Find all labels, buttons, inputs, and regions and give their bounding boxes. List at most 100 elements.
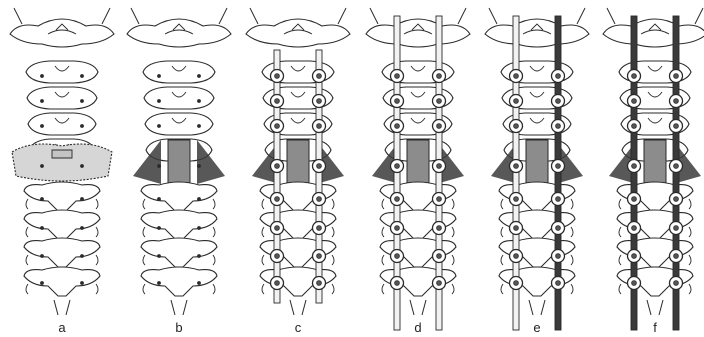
facet-edge [382, 284, 384, 294]
screw-core [317, 99, 322, 104]
screw-core [556, 164, 561, 169]
rod [274, 50, 280, 303]
lamina-edge [302, 300, 306, 315]
facet-edge [332, 227, 334, 237]
screw-core [514, 197, 519, 202]
facet-edge [96, 227, 98, 237]
occipital-line [219, 8, 227, 24]
facet-edge [213, 199, 215, 209]
screw-core [556, 254, 561, 259]
entry-point [197, 197, 201, 201]
lamina-edge [183, 300, 187, 315]
occipital-line [14, 8, 22, 24]
facet-edge [26, 255, 28, 265]
screw-core [275, 197, 280, 202]
occiput-outline [10, 19, 114, 47]
occipital-line [458, 8, 466, 24]
screw-core [674, 197, 679, 202]
facet-edge [571, 227, 573, 237]
facet-edge [262, 227, 264, 237]
lamina-edge [541, 300, 545, 315]
panel-label-d: d [414, 320, 421, 335]
facet-edge [571, 255, 573, 265]
panel-label-b: b [175, 320, 182, 335]
screw-core [674, 254, 679, 259]
entry-point [40, 254, 44, 258]
screw-core [632, 226, 637, 231]
occiput-outline [127, 19, 231, 47]
screw-core [514, 99, 519, 104]
screw-core [514, 254, 519, 259]
facet-edge [452, 284, 454, 294]
lamina-edge [54, 300, 58, 315]
entry-point [157, 124, 161, 128]
cervical-vertebra [143, 61, 215, 83]
entry-point [40, 74, 44, 78]
lower-vertebra [141, 210, 217, 239]
screw-core [632, 281, 637, 286]
spinous-block [52, 150, 72, 158]
lower-vertebra [24, 182, 100, 211]
panel-e: e [485, 8, 589, 335]
lower-vertebra [141, 182, 217, 211]
lower-vertebra [141, 267, 217, 296]
facet-edge [501, 284, 503, 294]
facet-edge [571, 284, 573, 294]
facet-edge [619, 255, 621, 265]
cervical-vertebra [27, 87, 97, 109]
facet-edge [619, 227, 621, 237]
screw-core [395, 74, 400, 79]
screw-core [395, 226, 400, 231]
screw-core [317, 124, 322, 129]
screw-core [514, 164, 519, 169]
screw-core [556, 197, 561, 202]
lamina-edge [422, 300, 426, 315]
entry-point [40, 99, 44, 103]
screw-core [514, 281, 519, 286]
screw-core [317, 164, 322, 169]
entry-point [80, 164, 84, 168]
panel-d: d [366, 8, 470, 335]
screw-core [317, 226, 322, 231]
cervical-vertebra [26, 61, 98, 83]
screw-core [674, 99, 679, 104]
lamina-edge [647, 300, 651, 315]
entry-point [197, 99, 201, 103]
screw-core [632, 254, 637, 259]
screw-core [632, 99, 637, 104]
screw-core [437, 124, 442, 129]
entry-point [157, 74, 161, 78]
occipital-line [250, 8, 258, 24]
facet-edge [382, 227, 384, 237]
lamina-edge [659, 300, 663, 315]
cut-edge-right [197, 140, 225, 184]
lower-vertebra [24, 210, 100, 239]
facet-edge [96, 199, 98, 209]
screw-core [632, 124, 637, 129]
screw-core [275, 226, 280, 231]
occipital-line [577, 8, 585, 24]
facet-edge [689, 227, 691, 237]
screw-core [674, 226, 679, 231]
entry-point [40, 197, 44, 201]
panel-f: f [603, 8, 704, 335]
panel-b: b [127, 8, 231, 335]
screw-core [437, 281, 442, 286]
panel-label-e: e [533, 320, 540, 335]
entry-point [197, 226, 201, 230]
facet-edge [26, 227, 28, 237]
entry-point [80, 197, 84, 201]
dura-exposed [526, 140, 548, 184]
facet-edge [452, 255, 454, 265]
screw-core [275, 164, 280, 169]
facet-edge [452, 199, 454, 209]
screw-core [674, 124, 679, 129]
screw-core [514, 74, 519, 79]
facet-edge [571, 199, 573, 209]
facet-edge [689, 284, 691, 294]
entry-point [197, 164, 201, 168]
screw-core [556, 124, 561, 129]
screw-core [556, 226, 561, 231]
entry-point [40, 124, 44, 128]
facet-edge [143, 255, 145, 265]
